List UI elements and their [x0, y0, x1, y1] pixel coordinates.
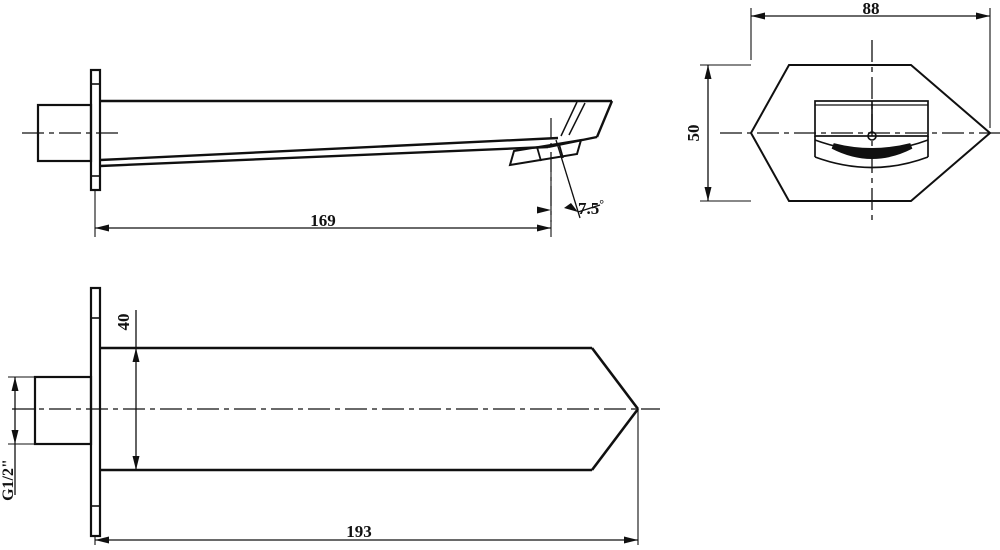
dimension-169 [95, 224, 551, 232]
front-aerator-opening [831, 143, 913, 159]
dimension-angle-7p5 [537, 118, 601, 222]
side-spout-body [99, 99, 612, 168]
side-wall-plate [89, 68, 102, 192]
plan-view [8, 286, 660, 545]
dimension-label-193: 193 [346, 522, 372, 541]
plan-spout-body [100, 346, 640, 472]
dimension-label-88: 88 [863, 0, 880, 18]
dimension-label-thread-g12: G1/2" [0, 459, 17, 501]
dimension-50 [704, 65, 712, 201]
side-outlet-aerator [508, 138, 583, 167]
dimension-label-169: 169 [310, 211, 336, 230]
plan-wall-plate [89, 286, 102, 538]
dimension-40 [132, 310, 140, 470]
side-elevation-view [22, 68, 614, 237]
dimension-label-7p5: 7.5° [578, 197, 604, 218]
dimension-label-40: 40 [114, 314, 133, 331]
plan-inlet-nipple [33, 375, 93, 446]
front-elevation-view [700, 8, 1000, 225]
dimension-193 [95, 536, 638, 544]
dimension-88 [751, 12, 990, 20]
dimension-label-50: 50 [684, 125, 703, 142]
front-outlet-hub [867, 101, 877, 141]
dimension-thread-g12 [8, 376, 35, 495]
